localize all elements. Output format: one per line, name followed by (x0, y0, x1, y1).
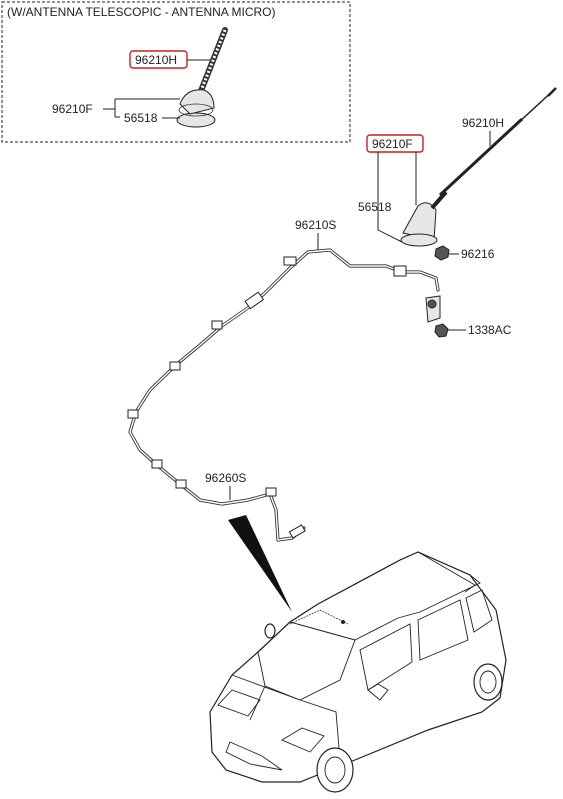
telescopic-antenna-graphic (400, 87, 557, 261)
inset-border (1, 1, 351, 143)
inset-label-assembly: 96210F (52, 102, 93, 116)
inset-panel: (W/ANTENNA TELESCOPIC - ANTENNA MICRO) 9… (1, 1, 351, 143)
main-highlight-box (366, 134, 424, 153)
label-cable-lower: 96260S (205, 471, 246, 485)
car-illustration (209, 551, 507, 793)
antenna-cable-lower (151, 459, 306, 542)
label-pad: 56518 (358, 200, 392, 214)
main-highlight-label: 96210F (372, 137, 413, 151)
micro-antenna-graphic (176, 27, 228, 128)
label-rod: 96210H (462, 116, 504, 130)
label-cable-upper: 96210S (295, 218, 336, 232)
inset-label-pad: 56518 (124, 111, 158, 125)
location-pointer (228, 515, 292, 612)
antenna-cable-upper (127, 248, 449, 468)
inset-title: (W/ANTENNA TELESCOPIC - ANTENNA MICRO) (7, 5, 275, 19)
label-nut: 96216 (461, 247, 495, 261)
label-bolt: 1338AC (468, 323, 512, 337)
inset-highlight-label: 96210H (135, 53, 177, 67)
